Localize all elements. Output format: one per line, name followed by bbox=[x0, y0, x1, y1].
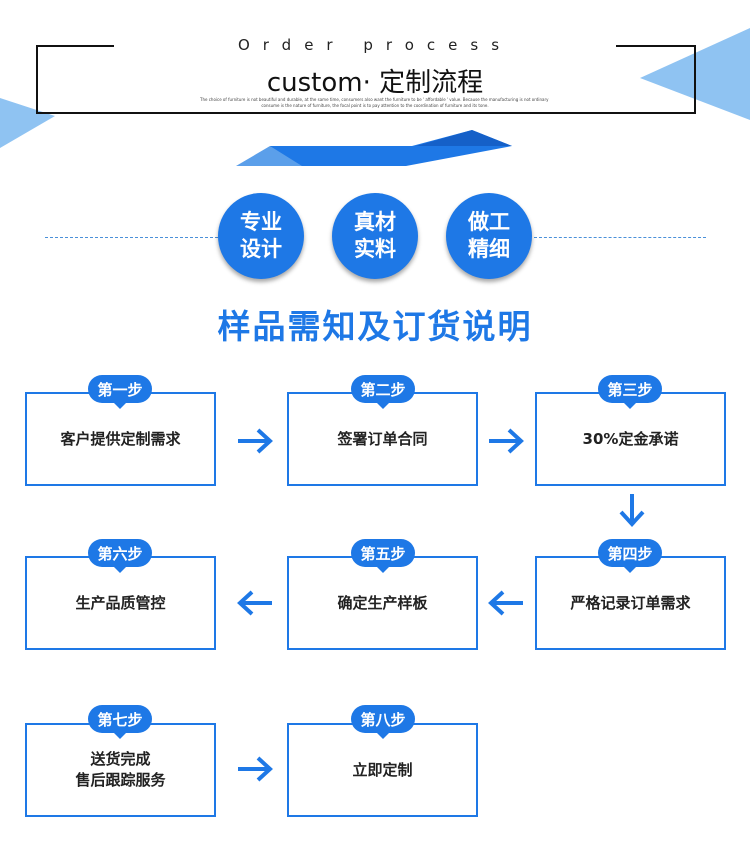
dashed-divider-left bbox=[45, 237, 223, 238]
feature-professional-design: 专业 设计 bbox=[218, 193, 304, 279]
feature-genuine-materials: 真材 实料 bbox=[332, 193, 418, 279]
header-main-title: custom· 定制流程 bbox=[266, 68, 484, 98]
step-1-text: 客户提供定制需求 bbox=[60, 429, 181, 448]
header-small-text-2: consume is the nature of furniture, the … bbox=[261, 103, 489, 108]
feature-line: 精细 bbox=[468, 237, 510, 261]
feature-line: 实料 bbox=[354, 237, 396, 261]
header-frame-bottom bbox=[36, 112, 696, 114]
step-2-badge: 第二步 bbox=[351, 375, 415, 409]
section-title: 样品需知及订货说明 bbox=[217, 307, 533, 346]
decor-left-triangle bbox=[0, 98, 55, 148]
header-frame-top-left bbox=[36, 45, 114, 47]
feature-line: 真材 bbox=[354, 210, 396, 234]
step-3-badge: 第三步 bbox=[598, 375, 662, 409]
feature-line: 做工 bbox=[468, 210, 510, 234]
step-4-badge: 第四步 bbox=[598, 539, 662, 573]
step-6-badge: 第六步 bbox=[88, 539, 152, 573]
step-4-text: 严格记录订单需求 bbox=[570, 593, 691, 612]
step-5-text: 确定生产样板 bbox=[337, 593, 428, 612]
feature-fine-workmanship: 做工 精细 bbox=[446, 193, 532, 279]
step-6-text: 生产品质管控 bbox=[75, 593, 166, 612]
decor-center-ribbon bbox=[236, 130, 512, 166]
header-small-text-1: The choice of furniture is not beautiful… bbox=[200, 97, 550, 102]
feature-line: 设计 bbox=[240, 237, 282, 261]
feature-line: 专业 bbox=[240, 210, 282, 234]
header-frame-right bbox=[694, 45, 696, 114]
arrow-left-icon bbox=[488, 590, 523, 616]
arrow-left-icon bbox=[237, 590, 272, 616]
step-7-badge: 第七步 bbox=[88, 705, 152, 739]
step-3-text: 30%定金承诺 bbox=[582, 429, 679, 448]
header-frame-top-right bbox=[616, 45, 696, 47]
header-frame-left bbox=[36, 45, 38, 114]
arrow-down-icon bbox=[619, 494, 645, 527]
step-2-text: 签署订单合同 bbox=[337, 429, 428, 448]
arrow-right-icon bbox=[238, 428, 273, 454]
step-8-text: 立即定制 bbox=[352, 760, 413, 779]
arrow-right-icon bbox=[238, 756, 273, 782]
step-1-badge: 第一步 bbox=[88, 375, 152, 409]
step-7-text: 送货完成 售后跟踪服务 bbox=[75, 750, 166, 789]
header-english-title: Order process bbox=[237, 36, 513, 54]
step-5-badge: 第五步 bbox=[351, 539, 415, 573]
step-8-badge: 第八步 bbox=[351, 705, 415, 739]
dashed-divider-right bbox=[534, 237, 706, 238]
arrow-right-icon bbox=[489, 428, 524, 454]
